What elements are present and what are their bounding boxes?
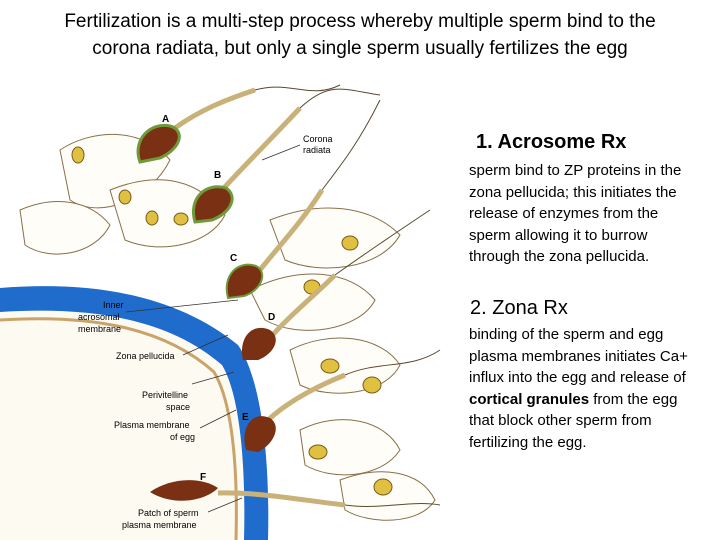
label-zona: Zona pellucida [116, 351, 175, 361]
section-2-heading: 2. Zona Rx [470, 297, 568, 319]
stage-letter-d: D [268, 312, 275, 323]
section-1-line: sperm allowing it to burrow [469, 226, 648, 244]
stage-letter-c: C [230, 253, 237, 264]
slide-title: Fertilization is a multi-step process wh… [0, 8, 720, 62]
section-2-line: that block other sperm from [469, 412, 652, 430]
tail-filaments [254, 84, 441, 507]
title-line-2: corona radiata, but only a single sperm … [92, 38, 628, 59]
section-1-body: sperm bind to ZP proteins in the zona pe… [469, 160, 715, 268]
label-corona-2: radiata [303, 145, 331, 155]
section-2-line: cortical granules from the egg [469, 389, 715, 411]
title-line-1: Fertilization is a multi-step process wh… [64, 11, 656, 32]
section-2-line: influx into the egg and release of [469, 369, 686, 387]
label-plasma-2: of egg [170, 432, 195, 442]
section-2-line: plasma membranes initiates Ca+ [469, 347, 688, 365]
section-2-line: binding of the sperm and egg [469, 326, 664, 343]
stage-letter-a: A [162, 114, 169, 125]
section-2-body: binding of the sperm and egg plasma memb… [469, 324, 715, 454]
sperm-f-head [150, 480, 218, 501]
egg-plasma-membrane [0, 317, 238, 540]
sperm-e-head [244, 416, 276, 452]
label-perivitelline-2: space [166, 402, 190, 412]
label-plasma-1: Plasma membrane [114, 420, 190, 430]
section-1-line: through the zona pellucida. [469, 248, 650, 266]
stage-letter-e: E [242, 412, 249, 423]
stage-letter-f: F [200, 472, 206, 483]
label-patch-2: plasma membrane [122, 520, 197, 530]
section-1-line: sperm bind to ZP proteins in the [469, 162, 682, 179]
section-1-heading: 1. Acrosome Rx [476, 131, 627, 153]
section-1-line: release of enzymes from the [469, 205, 659, 223]
stage-letter-b: B [214, 170, 221, 181]
corona-cells [19, 133, 436, 521]
fertilization-diagram: A B C D E F Corona radiata Inner acrosom… [0, 84, 441, 540]
label-perivitelline-1: Perivitelline [142, 390, 188, 400]
sperm-c-head [225, 263, 264, 300]
sperm-d-head [241, 327, 276, 360]
label-inner-3: membrane [78, 324, 121, 334]
label-corona-1: Corona [303, 134, 333, 144]
corona-granules [71, 146, 393, 496]
section-2-line: fertilizing the egg. [469, 433, 587, 451]
leader-lines [125, 144, 301, 513]
label-patch-1: Patch of sperm [138, 508, 199, 518]
cortical-granules-term: cortical granules [469, 390, 590, 408]
sperm-heads [136, 123, 276, 501]
sperm-b-head [192, 185, 234, 224]
section-2-line4-rest: from the egg [589, 390, 678, 408]
egg-cytoplasm [0, 297, 252, 540]
sperm-a-head [136, 123, 181, 164]
label-inner-1: Inner [103, 300, 124, 310]
section-1-line: zona pellucida; this initiates the [469, 183, 677, 201]
label-inner-2: acrosomal [78, 312, 120, 322]
